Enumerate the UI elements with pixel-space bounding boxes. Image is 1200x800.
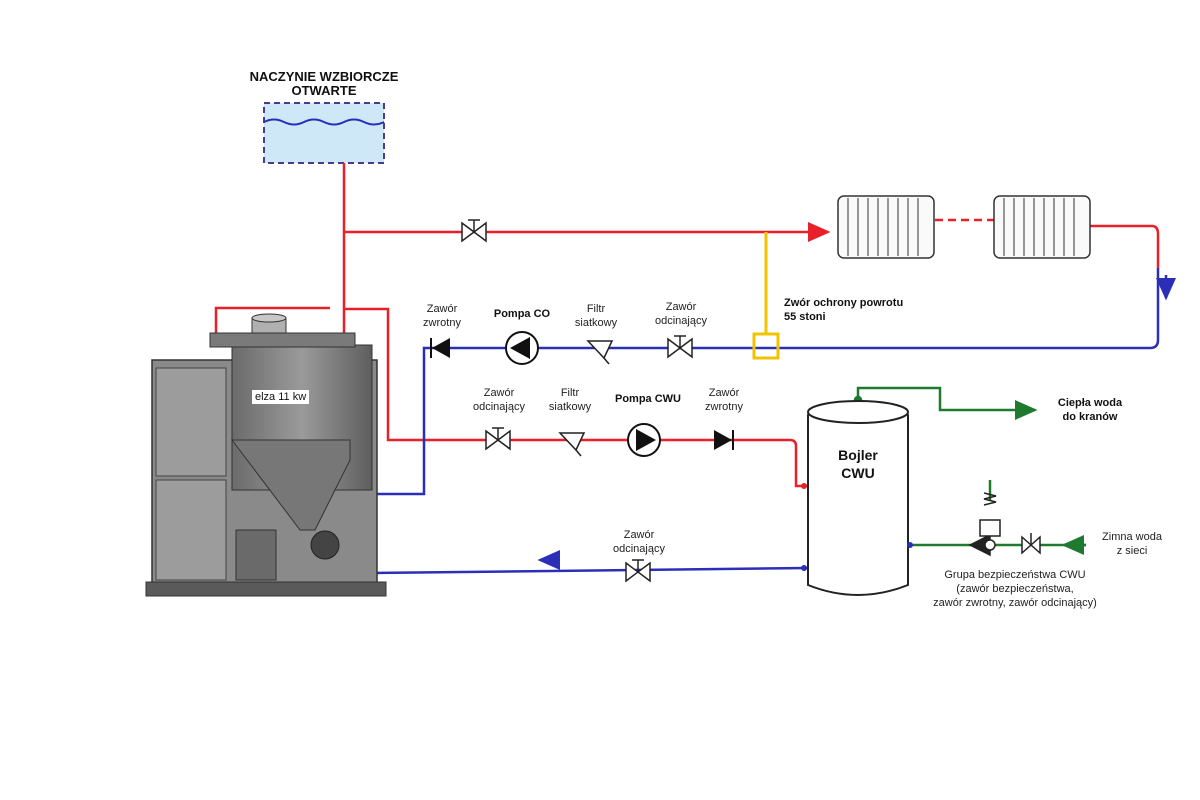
water-heater-label: Bojler CWU	[838, 447, 878, 481]
boiler-model-label: elza 11 kw	[252, 390, 310, 404]
cwu-filter-label: Filtr siatkowy	[548, 387, 592, 413]
safety-group	[968, 492, 1041, 557]
cold-water-label: Zimna woda z sieci	[1102, 531, 1162, 557]
cwu-shutoff-valve-label: Zawór odcinający	[473, 387, 525, 413]
cwu-pump-label: Pompa CWU	[615, 393, 681, 405]
return-protection-label: Zwór ochrony powrotu 55 stoni	[784, 297, 904, 323]
co-check-valve-label: Zawór zwrotny	[423, 303, 461, 329]
cwu-shutoff-valve	[485, 427, 511, 451]
supply-pipes	[214, 163, 1160, 488]
cold-water-pipe	[908, 480, 1086, 555]
co-filter	[586, 340, 614, 365]
co-pump	[505, 331, 539, 365]
return-pipes	[374, 268, 1176, 575]
safety-group-label: Grupa bezpieczeństwa CWU (zawór bezpiecz…	[933, 569, 1097, 609]
cwu-check-valve-label: Zawór zwrotny	[705, 387, 743, 413]
water-heater	[801, 400, 913, 596]
co-shutoff-valve	[667, 335, 693, 359]
cwu-check-valve	[714, 430, 734, 450]
supply-shutoff-valve	[461, 219, 487, 243]
cwu-pump	[627, 423, 661, 457]
return-protection-valve	[752, 232, 780, 360]
expansion-tank	[263, 102, 385, 164]
radiator-right	[993, 195, 1091, 259]
co-pump-label: Pompa CO	[493, 308, 551, 320]
cwu-filter	[558, 432, 586, 457]
boiler	[145, 313, 387, 597]
co-check-valve	[430, 338, 450, 358]
hot-water-label: Ciepła woda do kranów	[1057, 397, 1123, 423]
return-shutoff-valve	[625, 559, 651, 583]
expansion-tank-label: NACZYNIE WZBIORCZE OTWARTE	[249, 69, 399, 98]
co-filter-label: Filtr siatkowy	[574, 303, 618, 329]
return-shutoff-valve-label: Zawór odcinający	[613, 529, 665, 555]
radiator-left	[837, 195, 935, 259]
co-shutoff-valve-label: Zawór odcinający	[655, 301, 707, 327]
